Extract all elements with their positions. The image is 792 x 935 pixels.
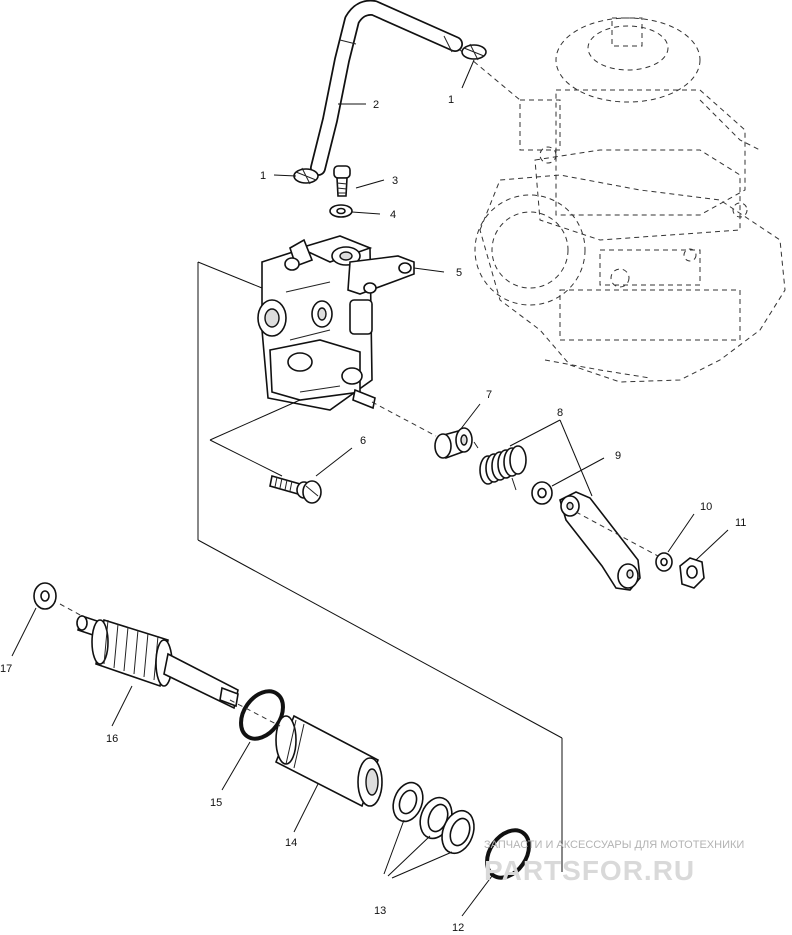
- seal-part-13c: [441, 809, 475, 855]
- seal-part-13a: [392, 781, 424, 823]
- callout-17: 17: [0, 663, 12, 675]
- callout-2: 2: [373, 99, 379, 111]
- engine-background: [459, 17, 786, 383]
- bushing-part-7: [434, 427, 473, 460]
- washer-part-9: [531, 481, 553, 505]
- spring-part-8: [473, 441, 527, 491]
- callout-11: 11: [735, 517, 746, 529]
- sleeve-part-14: [274, 714, 383, 808]
- screw-part-3: [333, 165, 351, 197]
- leader-lines: [11, 59, 729, 917]
- bracket-part-5: [347, 255, 415, 295]
- callout-4: 4: [390, 209, 396, 221]
- bolt-part-6: [269, 474, 322, 504]
- callout-12: 12: [452, 922, 464, 934]
- callout-3: 3: [392, 175, 398, 187]
- o-ring-part-15: [239, 689, 285, 741]
- callout-14: 14: [285, 837, 297, 849]
- callout-6: 6: [360, 435, 366, 447]
- watermark: ЗАПЧАСТИ И АКСЕССУАРЫ ДЛЯ МОТОТЕХНИКИ PA…: [484, 839, 744, 886]
- washer-part-4: [329, 204, 353, 218]
- assembly-lines: [59, 261, 659, 872]
- callout-1-lower: 1: [260, 170, 266, 182]
- callout-15: 15: [210, 797, 222, 809]
- o-ring-part-12: [485, 828, 531, 880]
- washer-part-17: [33, 582, 57, 610]
- callout-16: 16: [106, 733, 118, 745]
- callout-7: 7: [486, 389, 492, 401]
- callout-5: 5: [456, 267, 462, 279]
- callout-10: 10: [700, 501, 712, 513]
- hose-clamp-top: [461, 43, 487, 61]
- callout-13: 13: [374, 905, 386, 917]
- hose-clamp-lower: [293, 167, 319, 185]
- callout-labels: 1 1 2 3 4 5 6 7 8 9 10 11 12 13 14 15 16…: [0, 94, 746, 934]
- nut-part-11: [679, 557, 705, 589]
- gear-shaft-part-16: [76, 614, 239, 710]
- washer-part-10: [655, 552, 673, 572]
- lever-arm: [559, 491, 641, 591]
- hose-part-2: [310, 0, 463, 176]
- valve-body-assembly: [257, 235, 376, 411]
- watermark-brand: PARTSFOR.RU: [484, 855, 695, 886]
- watermark-tagline: ЗАПЧАСТИ И АКСЕССУАРЫ ДЛЯ МОТОТЕХНИКИ: [484, 839, 744, 851]
- callout-9: 9: [615, 450, 621, 462]
- callout-8: 8: [557, 407, 563, 419]
- callout-1-top: 1: [448, 94, 454, 106]
